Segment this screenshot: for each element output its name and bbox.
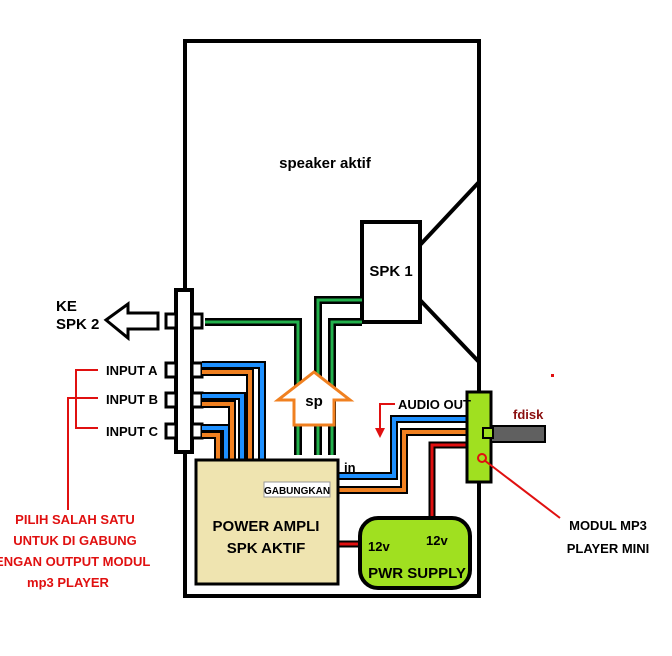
audio-out-orange-wire — [332, 430, 470, 492]
audio-out-label: AUDIO OUT — [398, 397, 471, 412]
amp-voltage: 12v — [368, 539, 390, 554]
spk1-label: SPK 1 — [369, 263, 412, 280]
cabinet-title: speaker aktif — [279, 155, 372, 172]
stray-dot — [551, 374, 554, 377]
psu-label: PWR SUPPLY — [368, 565, 466, 582]
audio-out-arrow — [379, 403, 395, 432]
jack-out — [164, 312, 178, 330]
note-line-3: DENGAN OUTPUT MODUL — [0, 554, 150, 569]
module-label-1: MODUL MP3 — [569, 518, 647, 533]
power-amp-box — [194, 458, 340, 586]
inputs-bracket — [67, 369, 98, 510]
amp-label-2: SPK AKTIF — [227, 540, 306, 557]
in-label: in — [344, 460, 356, 475]
output-arrow — [103, 301, 160, 342]
jack-c — [164, 422, 178, 440]
audio-out-blue-wire — [334, 417, 470, 478]
note-line-1: PILIH SALAH SATU — [15, 512, 135, 527]
gabungkan-label: GABUNGKAN — [264, 486, 330, 497]
module-label-2: PLAYER MINI — [567, 541, 650, 556]
jack-b — [164, 391, 178, 409]
input-c-blue-wire — [202, 426, 228, 466]
usb-connector — [482, 427, 494, 439]
note-line-2: UNTUK DI GABUNG — [13, 533, 137, 548]
input-a-blue-wire — [202, 363, 264, 468]
input-a-label: INPUT A — [106, 363, 158, 378]
amp-label-1: POWER AMPLI — [213, 518, 320, 535]
module-pointer-dot — [477, 453, 487, 463]
input-b-label: INPUT B — [106, 392, 158, 407]
sp-up-arrow — [273, 370, 355, 427]
jack-c-right — [190, 422, 204, 440]
power-supply-box — [358, 516, 472, 590]
input-b-blue-wire — [202, 394, 244, 466]
input-b-orange-wire — [202, 402, 234, 466]
speaker-spk1-box — [360, 220, 422, 324]
fdisk-label: fdisk — [513, 407, 544, 422]
psu-module-red-wire — [430, 443, 470, 524]
jack-a-right — [190, 361, 204, 379]
sp-label: sp — [305, 393, 323, 410]
usb-flashdisk — [490, 425, 546, 443]
jack-panel — [174, 288, 194, 454]
note-line-4: mp3 PLAYER — [27, 575, 109, 590]
jack-a — [164, 361, 178, 379]
module-pointer-line — [483, 459, 561, 519]
output-label-spk2: SPK 2 — [56, 316, 99, 333]
input-c-orange-wire — [202, 433, 220, 466]
input-c-label: INPUT C — [106, 424, 159, 439]
gabungkan-box — [263, 481, 331, 498]
jack-out-right — [190, 312, 204, 330]
psu-voltage: 12v — [426, 533, 448, 548]
output-label-ke: KE — [56, 298, 77, 315]
jack-b-right — [190, 391, 204, 409]
